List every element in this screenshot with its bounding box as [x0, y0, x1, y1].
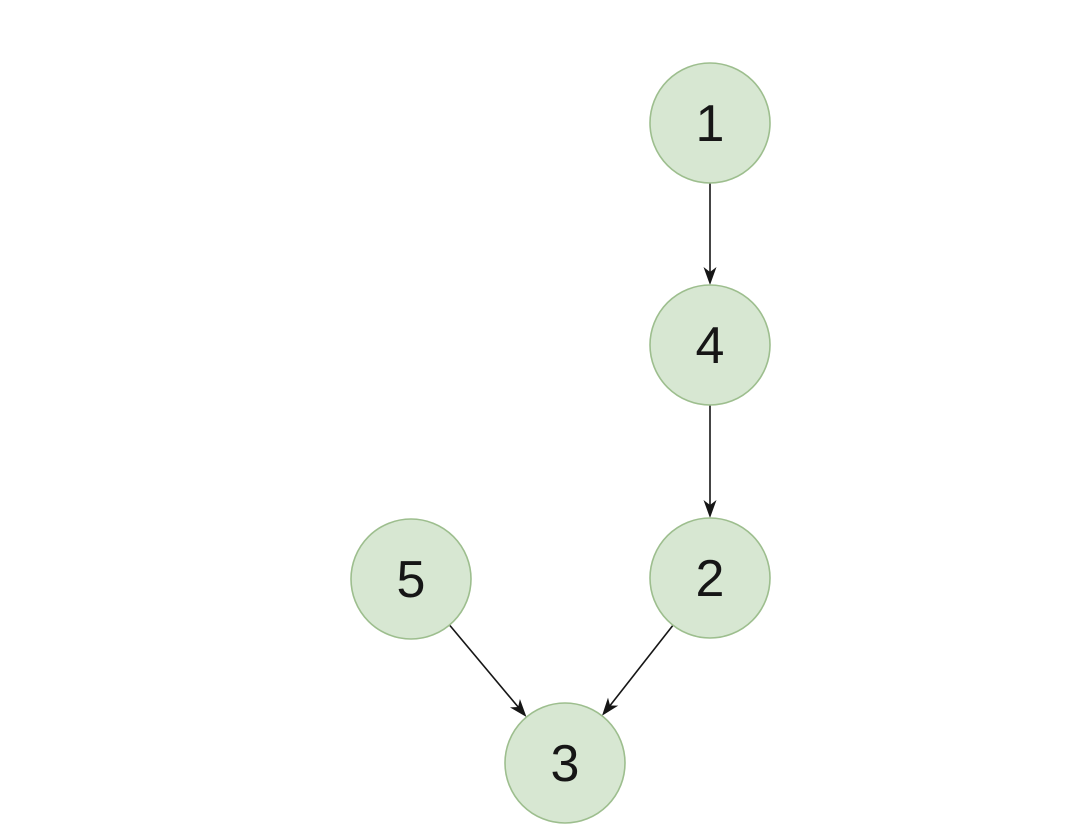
node-label: 1: [696, 95, 725, 153]
arrowhead-icon: [509, 699, 527, 717]
arrowhead-icon: [703, 267, 717, 285]
graph-node-4[interactable]: 4: [649, 284, 771, 406]
edge-line: [448, 624, 520, 709]
graph-node-1[interactable]: 1: [649, 62, 771, 184]
node-label: 2: [696, 550, 725, 608]
node-circle[interactable]: [504, 702, 626, 824]
node-label: 4: [696, 317, 725, 375]
edge-line: [608, 624, 674, 707]
graph-node-3[interactable]: 3: [504, 702, 626, 824]
edges-layer: [448, 183, 717, 717]
node-label: 3: [551, 735, 580, 793]
graph-edge-1-4: [703, 183, 717, 285]
arrowhead-icon: [602, 697, 619, 716]
arrowhead-icon: [703, 500, 717, 518]
graph-edge-2-3: [602, 624, 674, 716]
graph-edge-5-3: [448, 624, 527, 717]
nodes-layer: 1 4 2 5 3: [350, 62, 771, 824]
node-circle[interactable]: [649, 284, 771, 406]
node-circle[interactable]: [649, 517, 771, 639]
node-circle[interactable]: [350, 518, 472, 640]
node-label: 5: [397, 551, 426, 609]
graph-node-2[interactable]: 2: [649, 517, 771, 639]
graph-node-5[interactable]: 5: [350, 518, 472, 640]
node-circle[interactable]: [649, 62, 771, 184]
graph-edge-4-2: [703, 405, 717, 518]
